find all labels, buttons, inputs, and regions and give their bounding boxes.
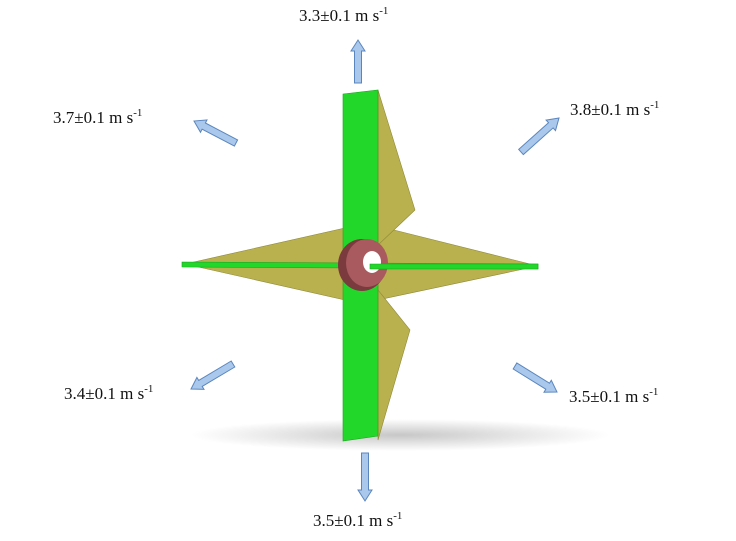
olive-fin-top bbox=[377, 89, 416, 246]
arrow-lower-right-icon bbox=[512, 362, 558, 393]
ground-shadow bbox=[190, 419, 610, 451]
arrow-bottom-icon bbox=[357, 452, 373, 502]
arrow-top-icon bbox=[350, 39, 366, 84]
velocity-label-lower-right: 3.5±0.1 m s-1 bbox=[569, 386, 659, 406]
velocity-arrows bbox=[190, 39, 560, 502]
arrow-lower-left-icon bbox=[190, 360, 236, 390]
arrow-upper-left-icon bbox=[193, 119, 239, 147]
olive-fin-bottom bbox=[377, 289, 411, 441]
arrow-upper-right-icon bbox=[517, 117, 560, 156]
velocity-label-bottom: 3.5±0.1 m s-1 bbox=[313, 510, 403, 530]
green-fin-horizontal-front bbox=[369, 263, 539, 270]
velocity-label-top: 3.3±0.1 m s-1 bbox=[299, 5, 389, 25]
hub-ring bbox=[338, 239, 388, 291]
velocity-label-lower-left: 3.4±0.1 m s-1 bbox=[64, 383, 154, 403]
velocity-label-upper-right: 3.8±0.1 m s-1 bbox=[570, 99, 660, 119]
velocity-label-upper-left: 3.7±0.1 m s-1 bbox=[53, 107, 143, 127]
